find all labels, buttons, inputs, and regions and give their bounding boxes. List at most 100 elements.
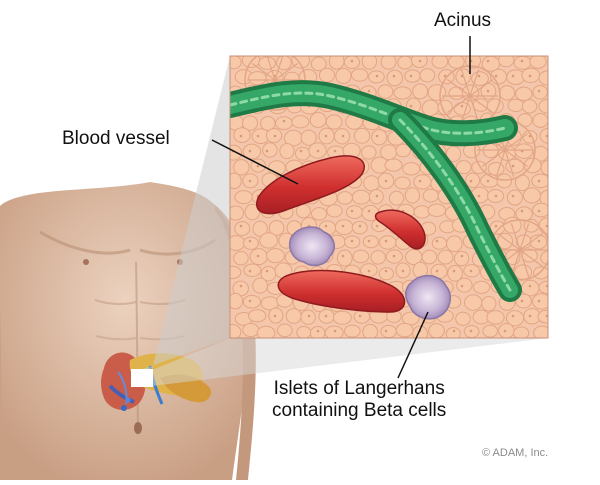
tissue-cell — [295, 203, 311, 219]
copyright-text: © ADAM, Inc. — [482, 447, 549, 459]
acinus-cell-wall — [460, 95, 471, 123]
cell-nucleus — [239, 284, 243, 288]
tissue-cell — [481, 295, 497, 312]
cell-nucleus — [443, 74, 447, 78]
cell-nucleus — [460, 284, 464, 288]
tissue-cell — [378, 235, 397, 250]
cell-nucleus — [324, 134, 328, 138]
tissue-cell — [334, 219, 354, 236]
magnified-tissue-inset — [229, 55, 549, 339]
cell-nucleus — [248, 179, 252, 183]
blood-vessel-3 — [277, 269, 406, 313]
acinus-cell-wall — [469, 95, 480, 123]
acinus-cell-wall — [469, 79, 494, 97]
tissue-cell — [230, 56, 242, 70]
acinus-cell-wall — [519, 249, 530, 277]
cell-nucleus — [392, 254, 396, 258]
tissue-cell — [447, 264, 463, 282]
blood-vessel-leader — [211, 139, 299, 185]
acinus-cell-wall — [504, 133, 529, 151]
cell-nucleus — [460, 104, 464, 108]
tissue-cell — [514, 143, 534, 159]
zoom-source-box — [131, 369, 153, 387]
tissue-cell — [428, 323, 445, 338]
tissue-cell — [309, 112, 327, 128]
acinus-outline — [244, 56, 306, 111]
leader-lines — [211, 36, 471, 379]
tissue-cell — [279, 142, 295, 160]
tissue-cell — [455, 160, 472, 175]
cell-nucleus — [307, 314, 311, 318]
tissue-cell — [233, 127, 251, 144]
cell-nucleus — [350, 239, 354, 243]
tissue-cell — [464, 56, 482, 69]
acinus-cell-wall — [504, 149, 529, 167]
tissue-cell — [514, 264, 533, 280]
tissue-cell — [233, 159, 250, 176]
tissue-cell — [532, 84, 548, 100]
tissue-cell — [386, 69, 403, 87]
acinus-cell-wall — [495, 149, 506, 177]
cell-nucleus — [256, 164, 260, 168]
tissue-cell — [482, 324, 498, 338]
cell-nucleus — [520, 299, 524, 303]
tissue-cell — [370, 250, 386, 265]
cell-nucleus — [367, 269, 371, 273]
cell-nucleus — [256, 254, 260, 258]
tissue-cell — [453, 250, 470, 267]
tissue-cell — [531, 173, 548, 189]
tissue-cell — [431, 56, 449, 69]
cell-nucleus — [248, 239, 252, 243]
cell-nucleus — [358, 314, 362, 318]
tissue-cell — [242, 322, 260, 338]
islets-label: Islets of Langerhans containing Beta cel… — [272, 378, 446, 422]
tissue-cell — [533, 325, 548, 338]
tissue-cell — [427, 203, 446, 217]
blood-vessel-label: Blood vessel — [62, 128, 170, 149]
tissue-cell — [539, 127, 548, 144]
tissue-cell — [265, 248, 285, 264]
tissue-cell — [465, 172, 481, 188]
tissue-cell — [498, 56, 515, 68]
tissue-cell — [332, 310, 352, 325]
cell-nucleus — [537, 179, 541, 183]
cell-nucleus — [452, 269, 456, 273]
tissue-cell — [371, 129, 388, 146]
cell-nucleus — [520, 209, 524, 213]
cell-nucleus — [460, 254, 464, 258]
tissue-cell — [242, 294, 261, 309]
cell-nucleus — [511, 74, 515, 78]
tissue-cell — [393, 86, 412, 100]
tissue-cell — [350, 68, 369, 82]
acinus-cell-wall — [469, 95, 494, 113]
tissue-cell — [336, 249, 353, 267]
tissue-cell — [472, 280, 491, 294]
cell-nucleus — [409, 74, 413, 78]
tissue-cell — [402, 162, 421, 176]
cell-nucleus — [341, 254, 345, 258]
cell-nucleus — [528, 284, 532, 288]
tissue-cell — [262, 142, 278, 158]
tissue-cell — [310, 56, 327, 72]
tissue-cell — [412, 83, 429, 100]
acinus-label: Acinus — [434, 10, 492, 31]
tissue-cell — [268, 220, 285, 236]
cell-nucleus — [537, 209, 541, 213]
cell-nucleus — [545, 224, 548, 228]
cell-nucleus — [528, 74, 532, 78]
cell-nucleus — [375, 134, 379, 138]
tissue-cell — [384, 158, 403, 172]
tissue-cell — [362, 323, 379, 338]
tissue-cell — [243, 263, 262, 277]
tissue-cell — [447, 56, 465, 69]
acinus-cell-wall — [274, 56, 284, 81]
tissue-cell — [496, 173, 513, 189]
tissue-cell — [351, 189, 371, 205]
tissue-cell — [259, 232, 279, 249]
cell-nucleus — [239, 224, 243, 228]
cell-nucleus — [486, 89, 490, 93]
tissue-cell — [517, 113, 533, 128]
cell-nucleus — [477, 194, 481, 198]
tissue-cell — [247, 309, 267, 323]
